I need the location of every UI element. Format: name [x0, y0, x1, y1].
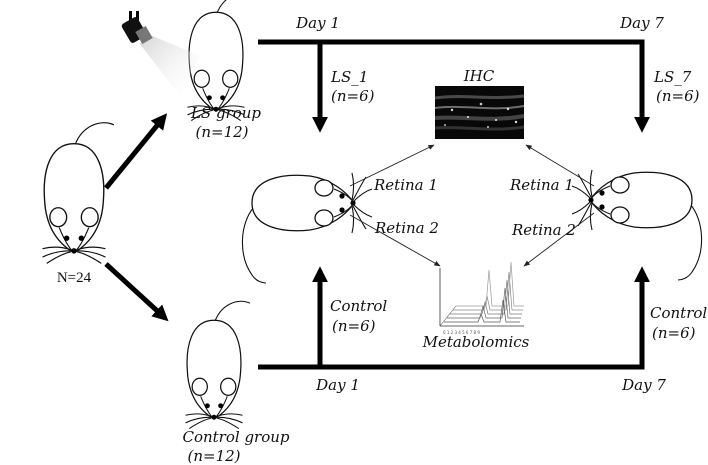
total-label: N=24	[57, 270, 92, 286]
ls1-label: LS_1	[330, 68, 368, 86]
left-retina2-label: Retina 2	[374, 219, 439, 237]
control-left-label: Control	[330, 297, 387, 315]
control-timeline	[258, 266, 651, 370]
bottom-day1-label: Day 1	[315, 376, 360, 394]
control-right-label: Control	[650, 304, 707, 322]
ls7-label: LS_7	[653, 68, 692, 86]
light-source-icon	[121, 11, 200, 96]
top-day1-label: Day 1	[295, 14, 340, 32]
right-retina2-label: Retina 2	[511, 221, 576, 239]
bottom-day7-label: Day 7	[621, 376, 666, 394]
total-mouse	[41, 122, 115, 265]
ihc-image	[434, 86, 525, 139]
top-day7-label: Day 7	[619, 14, 664, 32]
retina-mouse-right	[571, 169, 703, 281]
arrow-right-retina2	[523, 212, 595, 267]
control-group-mouse	[184, 300, 251, 430]
arrow-to-ls-group	[104, 113, 168, 190]
arrow-right-retina1	[525, 144, 595, 187]
control-left-n: (n=6)	[332, 317, 376, 335]
metabolomics-label: Metabolomics	[422, 333, 530, 351]
ls1-n: (n=6)	[331, 87, 375, 105]
ihc-label: IHC	[463, 67, 495, 85]
arrow-to-control-group	[104, 262, 169, 322]
ls7-n: (n=6)	[656, 87, 700, 105]
control-group-n: (n=12)	[187, 447, 240, 465]
ls-group-label: LS group	[190, 104, 261, 122]
right-retina1-label: Retina 1	[509, 176, 574, 194]
ls-timeline	[258, 39, 651, 133]
arrow-left-retina2	[349, 214, 441, 267]
control-group-label: Control group	[182, 428, 289, 446]
metabolomics-spectra: 0 1 2 3 4 5 6 7 8 9	[439, 261, 524, 335]
svg-text:0 1 2 3 4 5 6 7 8 9: 0 1 2 3 4 5 6 7 8 9	[443, 330, 480, 335]
arrow-left-retina1	[349, 144, 435, 187]
ls-group-n: (n=12)	[195, 123, 248, 141]
left-retina1-label: Retina 1	[373, 176, 438, 194]
retina-mouse-left	[241, 172, 373, 284]
control-right-n: (n=6)	[652, 324, 696, 342]
